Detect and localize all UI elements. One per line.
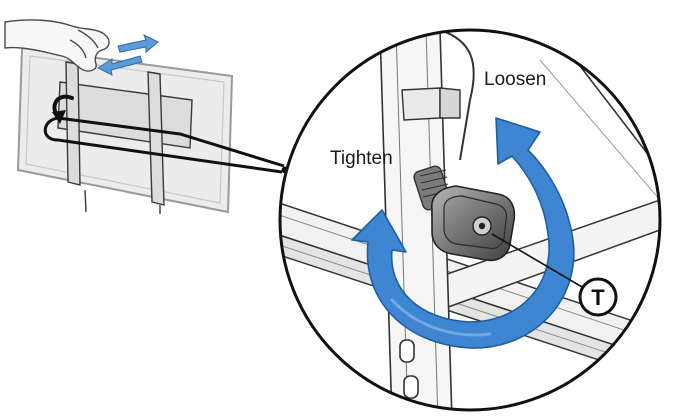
- detail-content: [280, 30, 660, 410]
- hand-icon: [4, 19, 110, 72]
- tension-knob: [431, 185, 516, 262]
- callout-marker-label: T: [591, 285, 605, 310]
- callout-leader: [491, 233, 595, 295]
- callout-marker: T: [578, 277, 618, 317]
- loosen-label: Loosen: [484, 69, 546, 90]
- bracket-tab: [401, 87, 461, 121]
- curved-arrow-icon: [351, 117, 575, 349]
- move-arrows-icon: [96, 33, 159, 76]
- rotation-arrow-body: [351, 117, 575, 349]
- tighten-label: Tighten: [330, 148, 393, 169]
- detail-circle-outline: [278, 28, 662, 412]
- detail-magnifier: [278, 28, 662, 412]
- screen-edge: [439, 30, 475, 161]
- zoom-callout-lines: [43, 116, 285, 174]
- tv-overview: [4, 19, 289, 214]
